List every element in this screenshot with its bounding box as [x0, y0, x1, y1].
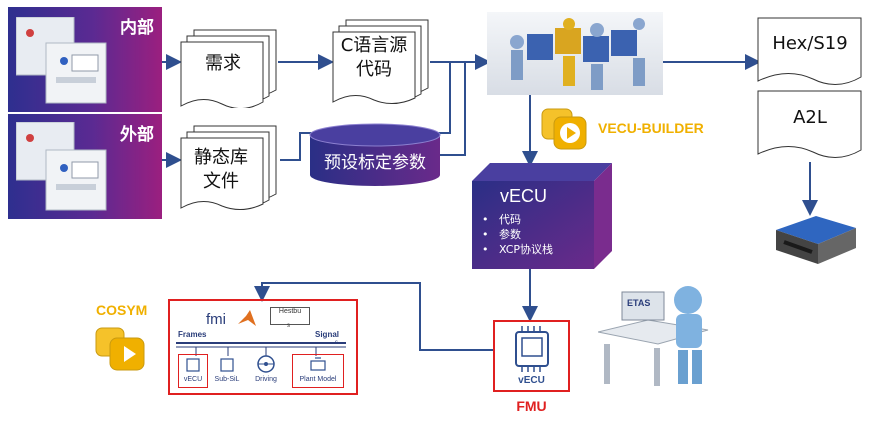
chip-icon — [186, 358, 200, 372]
vecu-builder-logo-icon — [541, 108, 587, 150]
test-bench-icon — [16, 17, 107, 104]
test-tool-label: Hestbu — [278, 308, 302, 315]
node-vecu-label: vECU — [183, 376, 203, 383]
external-source-panel: 外部 — [8, 114, 162, 219]
chip-icon — [515, 326, 549, 372]
fmi-logo: fmi — [206, 311, 226, 328]
node-plant-model-label: Plant Model — [299, 376, 337, 383]
hex-doc-icon — [757, 17, 862, 85]
test-bench-icon — [16, 122, 107, 211]
vecu-box-icon — [472, 163, 612, 269]
bus-frames-label: Frames — [178, 330, 207, 339]
fmu-icon-label: vECU — [518, 375, 545, 386]
vecu-item: • XCP协议栈 — [482, 243, 554, 256]
internal-source-panel: 内部 — [8, 7, 162, 112]
node-subsil-label: Sub-SiL — [214, 376, 240, 383]
ecu-hardware-icon — [776, 216, 856, 264]
teamwork-puzzle-image — [487, 12, 663, 95]
requirement-doc-stack-icon — [180, 29, 277, 108]
arrow-static-lib-to-builder — [280, 62, 451, 161]
test-tool-sub: s — [287, 323, 290, 329]
cosym-label: COSYM — [96, 302, 148, 318]
node-vecu-frame — [178, 354, 208, 388]
bus-signal-label: Signal — [315, 330, 340, 339]
fmu-frame — [493, 320, 570, 392]
static-lib-doc-stack-icon — [180, 125, 277, 210]
vecu-item: • 参数 — [482, 228, 521, 241]
requirement-label: 需求 — [205, 53, 241, 74]
vecu-builder-label: VECU-BUILDER — [598, 120, 704, 136]
a2l-doc-icon — [757, 90, 862, 158]
c-source-label-line2: 代码 — [356, 59, 392, 80]
a2l-label: A2L — [793, 107, 827, 128]
engineer-workstation-image — [598, 286, 709, 386]
static-lib-label-line1: 静态库 — [194, 147, 248, 168]
node-driving-label: Driving — [255, 376, 277, 383]
fmu-caption: FMU — [516, 398, 547, 414]
etas-label: ETAS — [627, 298, 651, 308]
cosym-frame — [168, 299, 358, 395]
cosym-logo-icon — [95, 327, 145, 371]
hex-label: Hex/S19 — [772, 33, 848, 54]
internal-label: 内部 — [120, 18, 154, 38]
c-source-label-line1: C语言源 — [340, 35, 408, 56]
arrow-calibration-to-builder — [440, 62, 466, 156]
calibration-label: 预设标定参数 — [324, 153, 426, 173]
node-plant-model-frame — [292, 354, 344, 388]
static-lib-label-line2: 文件 — [203, 171, 239, 192]
arrow-fmu-to-cosym — [254, 282, 493, 351]
engine-icon — [310, 357, 326, 371]
static-lib-label: 静态库 文件 — [180, 146, 262, 194]
vecu-item-list: • 代码 • 参数 • XCP协议栈 — [482, 212, 553, 257]
matlab-icon — [238, 310, 256, 326]
c-source-doc-stack-icon — [332, 19, 429, 104]
steering-wheel-icon — [257, 355, 275, 373]
external-label: 外部 — [120, 125, 154, 145]
c-source-label: C语言源 代码 — [332, 34, 416, 82]
calibration-cylinder-icon — [309, 123, 441, 186]
chip-icon — [220, 358, 234, 372]
vecu-title: vECU — [500, 186, 548, 206]
test-tool-box: Hestbu — [270, 307, 310, 325]
vecu-item: • 代码 — [482, 213, 521, 226]
